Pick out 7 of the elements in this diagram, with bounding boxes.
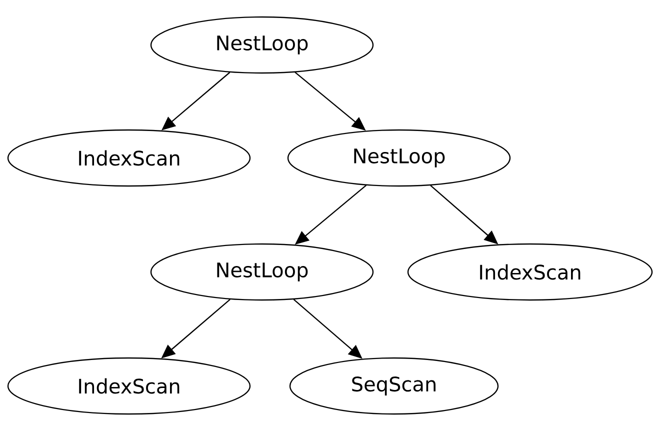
ellipse-node: SeqScan [289, 357, 499, 415]
ellipse-node: IndexScan [7, 129, 251, 187]
ellipse-node: IndexScan [407, 243, 653, 301]
ellipse-node: NestLoop [150, 16, 374, 74]
ellipse-node: NestLoop [150, 243, 374, 301]
ellipse-node: IndexScan [7, 357, 251, 415]
ellipse-node: NestLoop [287, 129, 511, 187]
